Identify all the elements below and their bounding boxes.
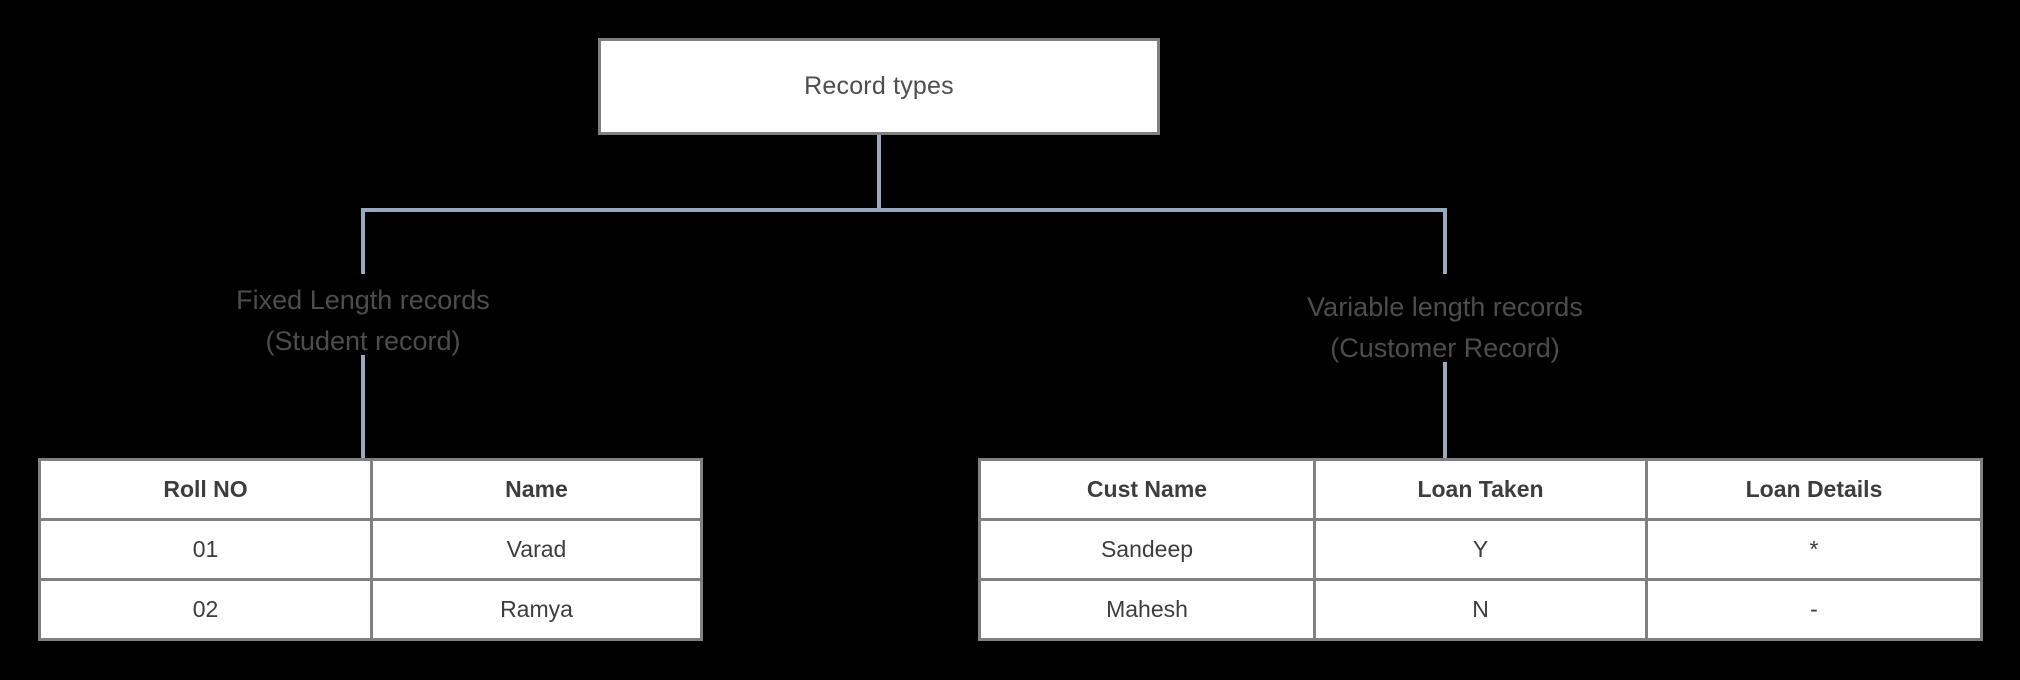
table-cell: Sandeep bbox=[978, 518, 1316, 581]
column-header-loan-details: Loan Details bbox=[1645, 458, 1983, 521]
table-cell: Varad bbox=[370, 518, 703, 581]
table-cell: Y bbox=[1313, 518, 1648, 581]
table-cell: Mahesh bbox=[978, 578, 1316, 641]
table-row: Mahesh N - bbox=[978, 578, 1983, 641]
branch-label-variable-length-line1: Variable length records bbox=[1307, 292, 1583, 322]
student-record-table: Roll NO Name 01 Varad 02 Ramya bbox=[38, 458, 703, 641]
connector-horizontal-bus bbox=[361, 208, 1447, 212]
table-cell: Ramya bbox=[370, 578, 703, 641]
root-node-label: Record types bbox=[804, 72, 954, 100]
branch-label-variable-length: Variable length records (Customer Record… bbox=[1243, 287, 1647, 369]
connector-right-branch-lower bbox=[1443, 362, 1447, 458]
column-header-name: Name bbox=[370, 458, 703, 521]
column-header-roll-no: Roll NO bbox=[38, 458, 373, 521]
connector-left-branch-lower bbox=[361, 355, 365, 458]
table-cell: * bbox=[1645, 518, 1983, 581]
table-cell: - bbox=[1645, 578, 1983, 641]
column-header-cust-name: Cust Name bbox=[978, 458, 1316, 521]
table-header-row: Roll NO Name bbox=[38, 458, 703, 521]
table-row: Sandeep Y * bbox=[978, 518, 1983, 581]
branch-label-fixed-length: Fixed Length records (Student record) bbox=[161, 280, 565, 362]
branch-label-fixed-length-line1: Fixed Length records bbox=[236, 285, 490, 315]
root-node-record-types[interactable]: Record types bbox=[598, 38, 1160, 135]
connector-root-vertical bbox=[877, 135, 881, 211]
table-cell: N bbox=[1313, 578, 1648, 641]
connector-right-branch-upper bbox=[1443, 208, 1447, 274]
table-cell: 02 bbox=[38, 578, 373, 641]
branch-label-variable-length-line2: (Customer Record) bbox=[1330, 333, 1560, 363]
table-cell: 01 bbox=[38, 518, 373, 581]
table-row: 02 Ramya bbox=[38, 578, 703, 641]
table-header-row: Cust Name Loan Taken Loan Details bbox=[978, 458, 1983, 521]
branch-label-fixed-length-line2: (Student record) bbox=[265, 326, 461, 356]
connector-left-branch-upper bbox=[361, 208, 365, 274]
customer-record-table: Cust Name Loan Taken Loan Details Sandee… bbox=[978, 458, 1983, 641]
table-row: 01 Varad bbox=[38, 518, 703, 581]
column-header-loan-taken: Loan Taken bbox=[1313, 458, 1648, 521]
